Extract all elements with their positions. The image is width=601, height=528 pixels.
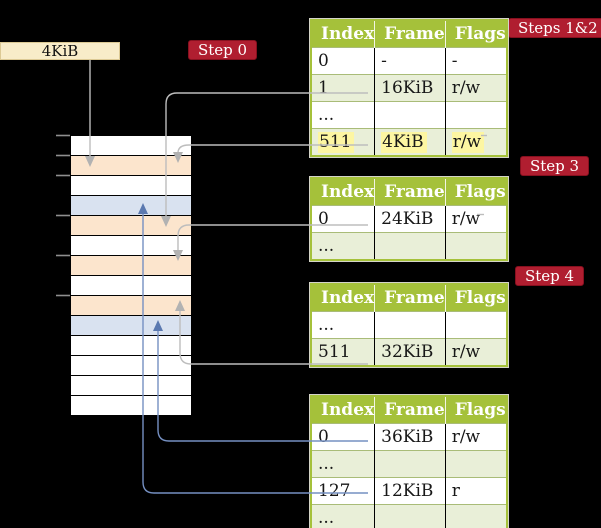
page-table-steps-1-2-row-1-index: 1 bbox=[311, 74, 375, 102]
memory-frame-row-3 bbox=[71, 196, 191, 216]
page-table-steps-1-2-row-2-flags bbox=[444, 101, 507, 129]
page-table-steps-1-2-row-1-flags: r/w bbox=[444, 74, 507, 102]
page-table-step-4-header-index: Index bbox=[311, 284, 375, 312]
page-table-final-row-3: ... bbox=[311, 504, 507, 528]
page-table-steps-1-2-header-frame: Frame bbox=[374, 20, 446, 48]
page-table-steps-1-2-row-2-frame bbox=[374, 101, 446, 129]
page-table-steps-1-2-row-0-index: 0 bbox=[311, 47, 375, 75]
memory-stack bbox=[70, 135, 192, 416]
page-table-steps-1-2-row-1-frame: 16KiB bbox=[374, 74, 446, 102]
memory-frame-row-1 bbox=[71, 156, 191, 176]
page-table-steps-1-2-row-2-index: ... bbox=[311, 101, 375, 129]
page-table-final-row-3-index: ... bbox=[311, 504, 375, 528]
page-table-steps-1-2-row-3: 511 4KiB r/w bbox=[311, 128, 507, 156]
memory-frame-row-12 bbox=[71, 376, 191, 396]
memory-frame-row-8 bbox=[71, 296, 191, 316]
page-table-step-3-header-index: Index bbox=[311, 178, 375, 206]
page-table-final-row-2-flags: r bbox=[444, 477, 507, 505]
page-table-final-row-0-flags: r/w bbox=[444, 423, 507, 451]
page-table-steps-1-2-header-flags: Flags bbox=[444, 20, 507, 48]
page-table-final-row-3-frame bbox=[374, 504, 446, 528]
page-table-step-4-row-1-index: 511 bbox=[311, 338, 375, 366]
page-table-step-3-row-1-frame bbox=[374, 232, 446, 260]
page-table-step-3-row-0-frame: 24KiB bbox=[374, 205, 446, 233]
page-table-step-4-header-frame: Frame bbox=[374, 284, 446, 312]
page-table-steps-1-2-row-3-index: 511 bbox=[311, 128, 375, 156]
frame-address-label: 4KiB bbox=[0, 42, 120, 60]
memory-frame-row-10 bbox=[71, 336, 191, 356]
page-table-step-4-header-flags: Flags bbox=[444, 284, 507, 312]
step-0-label: Step 0 bbox=[188, 40, 258, 60]
memory-frame-row-0 bbox=[71, 136, 191, 156]
page-table-final-header-index: Index bbox=[311, 396, 375, 424]
page-table-steps-1-2-row-3-flags: r/w bbox=[444, 128, 507, 156]
page-table-final-row-2-frame: 12KiB bbox=[374, 477, 446, 505]
memory-frame-row-7 bbox=[71, 276, 191, 296]
page-table-step-3-header-flags: Flags bbox=[444, 178, 507, 206]
highlighted-value: r/w bbox=[451, 132, 485, 153]
page-table-final-row-3-flags bbox=[444, 504, 507, 528]
page-table-step-4-row-0-flags bbox=[444, 311, 507, 339]
page-table-step-3-row-0-index: 0 bbox=[311, 205, 375, 233]
memory-frame-row-2 bbox=[71, 176, 191, 196]
memory-frame-row-6 bbox=[71, 256, 191, 276]
page-table-final-row-1-flags bbox=[444, 450, 507, 478]
page-table-final-header-frame: Frame bbox=[374, 396, 446, 424]
page-table-steps-1-2-row-0: 0-- bbox=[311, 47, 507, 75]
page-table-step-4-row-0-frame bbox=[374, 311, 446, 339]
page-table-final-row-1-index: ... bbox=[311, 450, 375, 478]
highlighted-value: 511 bbox=[318, 132, 355, 153]
page-table-steps-1-2-row-0-flags: - bbox=[444, 47, 507, 75]
page-table-steps-1-2-row-2: ... bbox=[311, 101, 507, 129]
page-table-step-4-row-0: ... bbox=[311, 311, 507, 339]
page-table-step-3-row-1: ... bbox=[311, 232, 507, 260]
step-4-label: Step 4 bbox=[515, 266, 585, 286]
page-table-step-4-row-0-index: ... bbox=[311, 311, 375, 339]
page-table-final-row-1: ... bbox=[311, 450, 507, 478]
page-table-final-header-flags: Flags bbox=[444, 396, 507, 424]
page-table-step-3-row-1-flags bbox=[444, 232, 507, 260]
memory-frame-row-9 bbox=[71, 316, 191, 336]
page-table-step-3-row-0-flags: r/w bbox=[444, 205, 507, 233]
page-table-step-4-row-1-frame: 32KiB bbox=[374, 338, 446, 366]
page-table-step-4-row-1-flags: r/w bbox=[444, 338, 507, 366]
page-table-final-row-1-frame bbox=[374, 450, 446, 478]
highlighted-value: 4KiB bbox=[381, 132, 427, 153]
page-table-step-3-header-frame: Frame bbox=[374, 178, 446, 206]
page-table-final-row-0-index: 0 bbox=[311, 423, 375, 451]
memory-frame-row-5 bbox=[71, 236, 191, 256]
page-table-final-row-0-frame: 36KiB bbox=[374, 423, 446, 451]
steps-1-2-label: Steps 1&2 bbox=[508, 18, 601, 38]
memory-frame-row-4 bbox=[71, 216, 191, 236]
memory-frame-row-11 bbox=[71, 356, 191, 376]
step-3-label: Step 3 bbox=[520, 156, 590, 176]
page-table-final-row-2-index: 127 bbox=[311, 477, 375, 505]
memory-frame-row-13 bbox=[71, 396, 191, 415]
page-table-steps-1-2-row-3-frame: 4KiB bbox=[374, 128, 446, 156]
page-table-step-3-row-1-index: ... bbox=[311, 232, 375, 260]
page-table-steps-1-2-row-0-frame: - bbox=[374, 47, 446, 75]
page-table-steps-1-2-header-index: Index bbox=[311, 20, 375, 48]
